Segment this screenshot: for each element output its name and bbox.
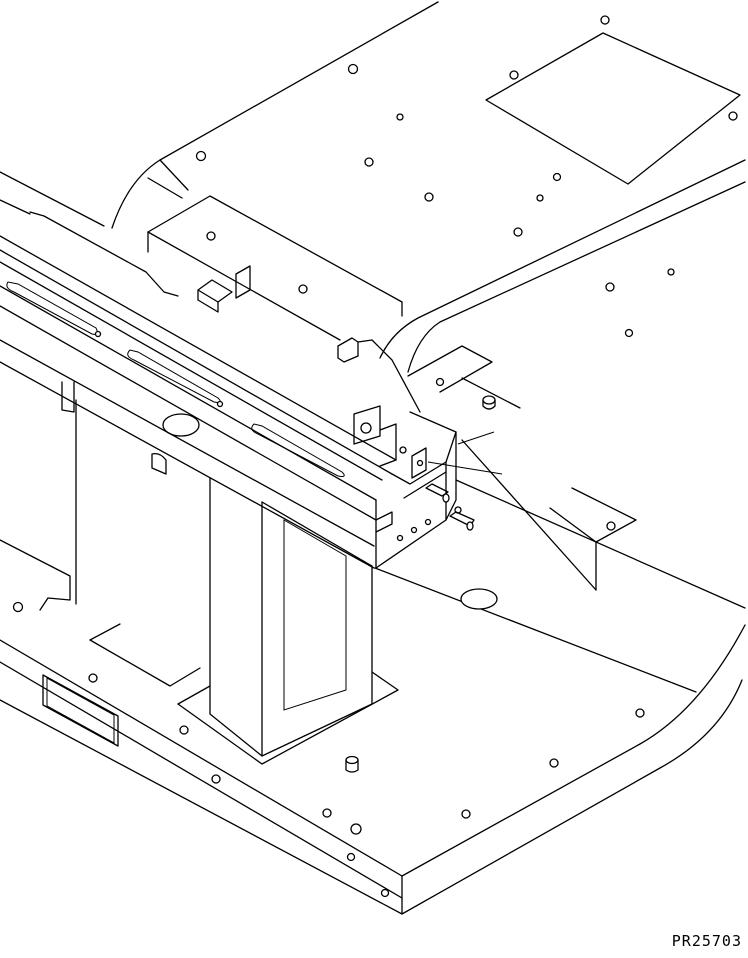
harness-clamp [197,265,421,413]
left-side-panel [0,381,201,687]
rear-mounting-block [147,195,403,341]
panel-round-hole [162,413,200,437]
panel-clip [151,452,167,475]
cap-bolt [482,395,496,410]
floor-boss [345,755,359,773]
support-column [177,477,399,765]
drawing-reference-code: PR25703 [671,932,742,950]
access-cover-panel [485,32,741,185]
upper-floor-plate [111,1,746,373]
long-rail-assembly [0,171,462,569]
upper-plate-bolt-holes [195,15,738,294]
lower-plate-bolt-holes [12,268,675,898]
lower-floor-plate [0,479,746,915]
mounting-bracket [353,405,427,479]
pin [425,483,475,531]
floor-access-hole [460,588,498,610]
name-plate [42,674,119,747]
leader-line [427,431,503,475]
side-bracket [407,345,637,591]
